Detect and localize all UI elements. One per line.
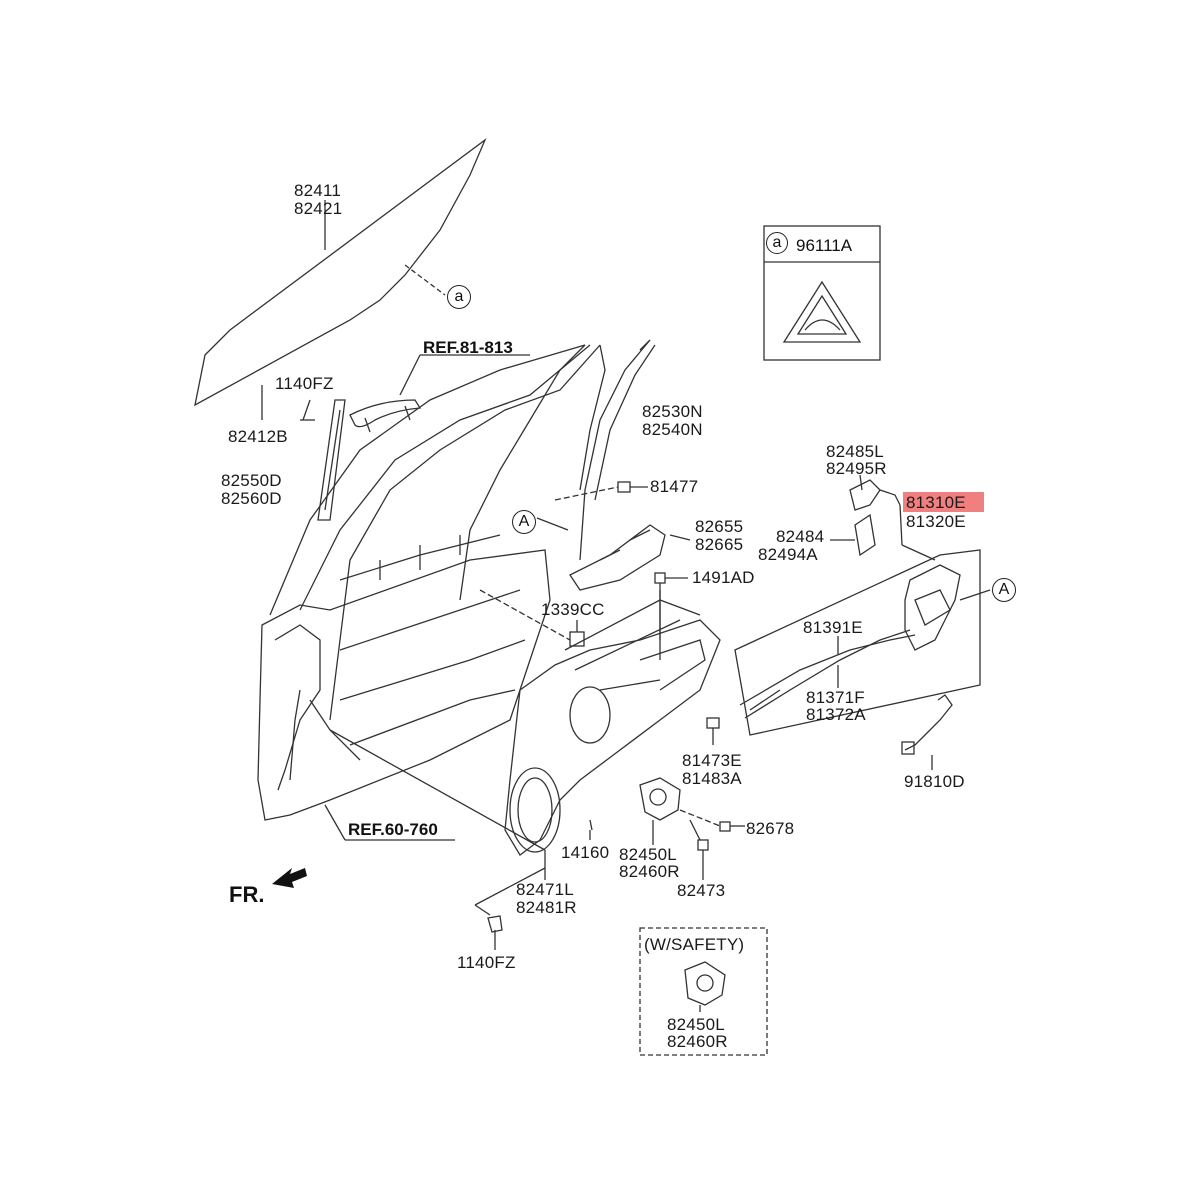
front-arrow-icon (272, 868, 307, 888)
label-81320E: 81320E (906, 512, 966, 531)
label-82473: 82473 (677, 881, 726, 900)
channel-left (317, 399, 346, 521)
label-box (763, 225, 881, 361)
safety-motor (684, 961, 726, 1006)
marker-a-box: a (766, 232, 788, 254)
door-inner-panel (257, 549, 551, 821)
label-safety-82450L: 82450L (667, 1015, 725, 1034)
label-1140FZ-top: 1140FZ (275, 374, 334, 393)
label-82450L: 82450L (619, 845, 677, 864)
label-82560D: 82560D (221, 489, 282, 508)
clip-81477-shape (617, 481, 631, 493)
label-82481R: 82481R (516, 898, 577, 917)
leader-latch (899, 504, 903, 546)
label-1339CC: 1339CC (541, 600, 605, 619)
highlight-81310E (903, 492, 984, 512)
label-82540N: 82540N (642, 420, 703, 439)
front-marker: FR. (229, 882, 265, 907)
label-w-safety: (W/SAFETY) (644, 935, 745, 954)
run-channel (579, 339, 651, 561)
sensor-wire (904, 694, 953, 751)
label-1140FZ-bottom: 1140FZ (457, 953, 516, 972)
safety-box (639, 927, 768, 1056)
label-81372A: 81372A (806, 705, 866, 724)
label-81473E: 81473E (682, 751, 742, 770)
label-82460R: 82460R (619, 862, 680, 881)
door-sash-outer (269, 344, 586, 616)
label-82665: 82665 (695, 535, 744, 554)
label-81483A: 81483A (682, 769, 742, 788)
regulator-motor (639, 777, 681, 821)
run-channel-front (579, 344, 606, 491)
outside-handle (349, 399, 422, 428)
warning-triangle (782, 280, 862, 343)
regulator-drum (569, 686, 611, 744)
marker-a-glass: a (447, 285, 471, 309)
label-81371F: 81371F (806, 688, 865, 707)
label-82484: 82484 (776, 527, 825, 546)
inside-handle (569, 524, 666, 591)
ref-60-760: REF.60-760 (348, 820, 438, 839)
label-81310E: 81310E (906, 493, 966, 512)
label-82530N: 82530N (642, 402, 703, 421)
label-safety-82460R: 82460R (667, 1032, 728, 1051)
ref-81-813: REF.81-813 (423, 338, 513, 357)
label-82678: 82678 (746, 819, 795, 838)
label-82495R: 82495R (826, 459, 887, 478)
label-96111A: 96111A (796, 236, 853, 255)
cable-81391E (744, 629, 911, 719)
label-82550D: 82550D (221, 471, 282, 490)
leader-glass-a (404, 264, 446, 296)
label-81477: 81477 (650, 477, 699, 496)
label-82471L: 82471L (516, 880, 574, 899)
label-82485L: 82485L (826, 442, 884, 461)
label-91810D: 91810D (904, 772, 965, 791)
speaker-hole (509, 767, 561, 853)
leader-82471L (329, 729, 546, 851)
label-82655: 82655 (695, 517, 744, 536)
regulator-panel (504, 619, 721, 856)
marker-A-latch: A (992, 578, 1016, 602)
door-latch (904, 564, 961, 651)
marker-A-door: A (512, 510, 536, 534)
latch-group-box (734, 549, 981, 736)
door-glass-outline (194, 138, 487, 407)
label-14160: 14160 (561, 843, 610, 862)
label-82494A: 82494A (758, 545, 818, 564)
label-1491AD: 1491AD (692, 568, 755, 587)
label-82411: 82411 (294, 181, 342, 200)
label-82421: 82421 (294, 199, 343, 218)
label-82412B: 82412B (228, 427, 288, 446)
label-81391E: 81391E (803, 618, 863, 637)
